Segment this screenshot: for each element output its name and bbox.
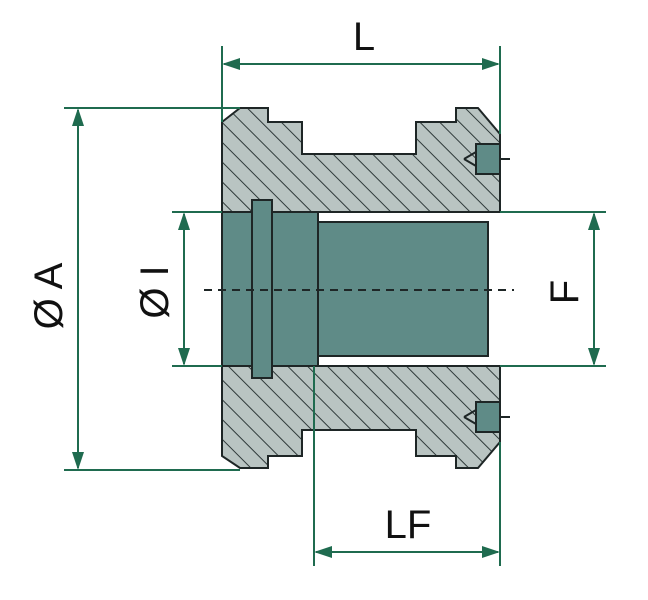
dimension-length bbox=[221, 46, 501, 134]
dimension-thread bbox=[500, 211, 606, 367]
sensor-plug-icon bbox=[463, 143, 510, 175]
body-lower-section bbox=[221, 365, 501, 469]
label-inner-diameter: Ø I bbox=[133, 265, 177, 318]
body-upper-section bbox=[221, 107, 501, 213]
label-thread-length: LF bbox=[385, 503, 432, 547]
dimension-thread-length bbox=[313, 366, 501, 566]
label-outer-diameter: Ø A bbox=[27, 262, 71, 329]
dimension-outer-diameter bbox=[64, 107, 240, 471]
sensor-plug-icon bbox=[463, 401, 510, 433]
dimension-inner-diameter bbox=[172, 211, 222, 367]
label-length: L bbox=[353, 15, 375, 59]
label-thread: F bbox=[543, 280, 587, 304]
